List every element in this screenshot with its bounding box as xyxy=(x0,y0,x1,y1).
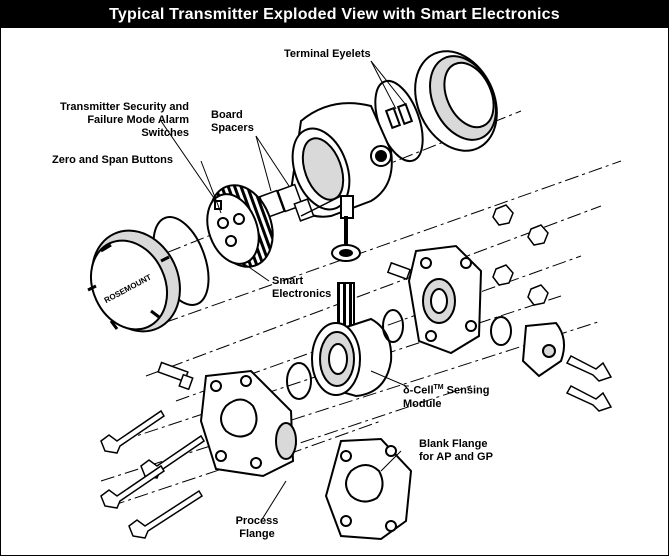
security-switches-line1: Transmitter Security and xyxy=(60,101,189,113)
sensor-o-ring-left xyxy=(286,362,312,400)
vent-valve-left xyxy=(157,361,194,391)
vent-valve-right xyxy=(386,261,412,281)
board-spacers-line2: Spacers xyxy=(211,122,254,134)
leader-lines xyxy=(160,60,407,522)
smart-electronics-module xyxy=(206,184,274,268)
sensing-module-suffix: Sensing xyxy=(443,384,490,397)
security-switches-line3: Switches xyxy=(141,127,189,139)
smart-electronics-line2: Electronics xyxy=(272,288,332,300)
smart-electronics-label: Smart Electronics xyxy=(272,275,331,301)
flange-adapter-right xyxy=(490,316,566,378)
rear-housing-cover xyxy=(414,50,498,152)
process-flange-left xyxy=(199,369,297,478)
blank-flange xyxy=(324,437,413,541)
adapter-bolts xyxy=(565,355,613,412)
sensing-module xyxy=(311,317,393,398)
terminal-eyelets-label: Terminal Eyelets xyxy=(284,48,371,60)
process-flange-line2: Flange xyxy=(239,528,275,540)
flange-nuts xyxy=(492,204,549,306)
zero-span-label: Zero and Span Buttons xyxy=(52,154,173,166)
process-flange-line1: Process xyxy=(235,515,279,527)
sensing-module-label: δ-CellTM Sensing Module xyxy=(403,381,489,411)
flange-bolts xyxy=(100,409,206,539)
sensor-o-ring-right xyxy=(382,309,404,343)
front-housing-cover xyxy=(87,229,181,333)
terminal-eyelets xyxy=(384,102,414,130)
blank-flange-label: Blank Flange for AP and GP xyxy=(419,438,493,464)
blank-flange-line1: Blank Flange xyxy=(419,438,488,450)
security-switches-line2: Failure Mode Alarm xyxy=(87,114,189,126)
sensor-neck-connector xyxy=(331,216,361,328)
sensing-module-line2: Module xyxy=(403,397,442,410)
blank-flange-line2: for AP and GP xyxy=(419,451,493,463)
process-flange-label: Process Flange xyxy=(229,515,285,541)
sensing-module-tm: TM xyxy=(433,384,444,391)
board-spacers-line1: Board xyxy=(211,109,243,121)
smart-electronics-line1: Smart xyxy=(272,275,304,287)
board-spacers-label: Board Spacers xyxy=(211,109,254,135)
sensing-module-prefix: δ-Cell xyxy=(403,384,434,397)
process-flange-right xyxy=(407,244,483,355)
security-switches-label: Transmitter Security and Failure Mode Al… xyxy=(17,101,189,140)
page-title: Typical Transmitter Exploded View with S… xyxy=(1,1,668,28)
